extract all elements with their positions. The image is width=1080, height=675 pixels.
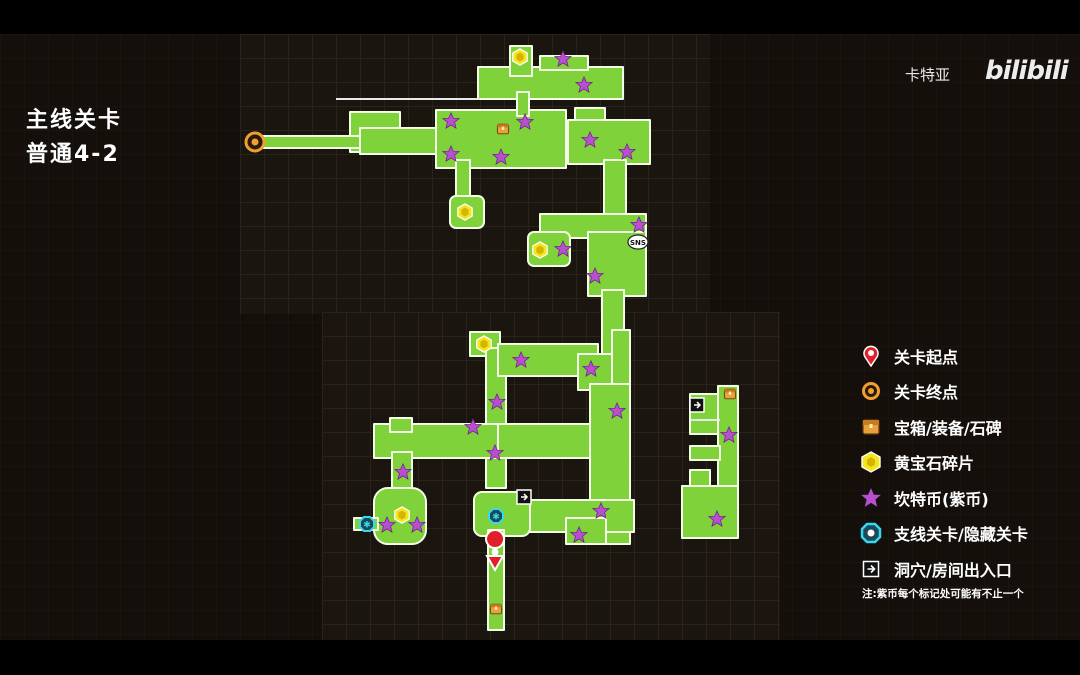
side-stage-icon (860, 522, 882, 544)
yellow-gem-icon (860, 451, 882, 474)
letterbox-top (0, 0, 1080, 34)
legend-label: 坎特币(紫币) (894, 489, 989, 509)
legend-item-gem: 黄宝石碎片 (860, 445, 1070, 481)
goal-ring-icon (860, 380, 882, 402)
svg-text:✱: ✱ (363, 521, 371, 531)
start-pin-icon (860, 345, 882, 367)
side-stage-markers: ✱ ✱ (359, 508, 504, 532)
purple-star-icon (860, 487, 882, 509)
watermark-author: 卡特亚 (905, 66, 951, 84)
legend-item-chest: 宝箱/装备/石碑 (860, 409, 1070, 445)
legend-label: 关卡终点 (894, 383, 959, 403)
legend-item-goal: 关卡终点 (860, 374, 1070, 410)
level-title: 主线关卡 普通4-2 (26, 104, 122, 172)
legend-item-side: 支线关卡/隐藏关卡 (860, 516, 1070, 552)
chest-icon (860, 416, 882, 438)
watermark: 卡特亚 bilibili (905, 56, 1069, 86)
door-markers (516, 397, 705, 505)
bilibili-logo: bilibili (985, 56, 1069, 86)
legend-label: 关卡起点 (894, 347, 959, 367)
legend-item-star: 坎特币(紫币) (860, 480, 1070, 516)
sns-marker: SNS (627, 234, 649, 250)
legend-note: 注:紫币每个标记处可能有不止一个 (862, 588, 1024, 600)
legend-label: 宝箱/装备/石碑 (894, 418, 1002, 438)
legend-label: 黄宝石碎片 (894, 454, 975, 474)
sns-label: SNS (630, 239, 646, 247)
goal-marker (244, 131, 266, 153)
start-marker (485, 529, 506, 573)
legend-label: 支线关卡/隐藏关卡 (894, 525, 1028, 545)
legend-item-start: 关卡起点 (860, 338, 1070, 374)
svg-text:✱: ✱ (492, 513, 500, 523)
legend-label: 洞穴/房间出入口 (894, 560, 1012, 580)
map-thin-lines (336, 98, 720, 421)
legend: 关卡起点 关卡终点 宝箱/装备/石碑 黄宝石碎片 坎特币(紫币) 支线关卡/隐藏… (860, 338, 1070, 587)
level-title-line1: 主线关卡 (26, 108, 123, 133)
letterbox-bottom (0, 640, 1080, 675)
legend-item-door: 洞穴/房间出入口 (860, 551, 1070, 587)
door-icon (860, 558, 882, 580)
level-title-line2: 普通4-2 (26, 142, 120, 167)
